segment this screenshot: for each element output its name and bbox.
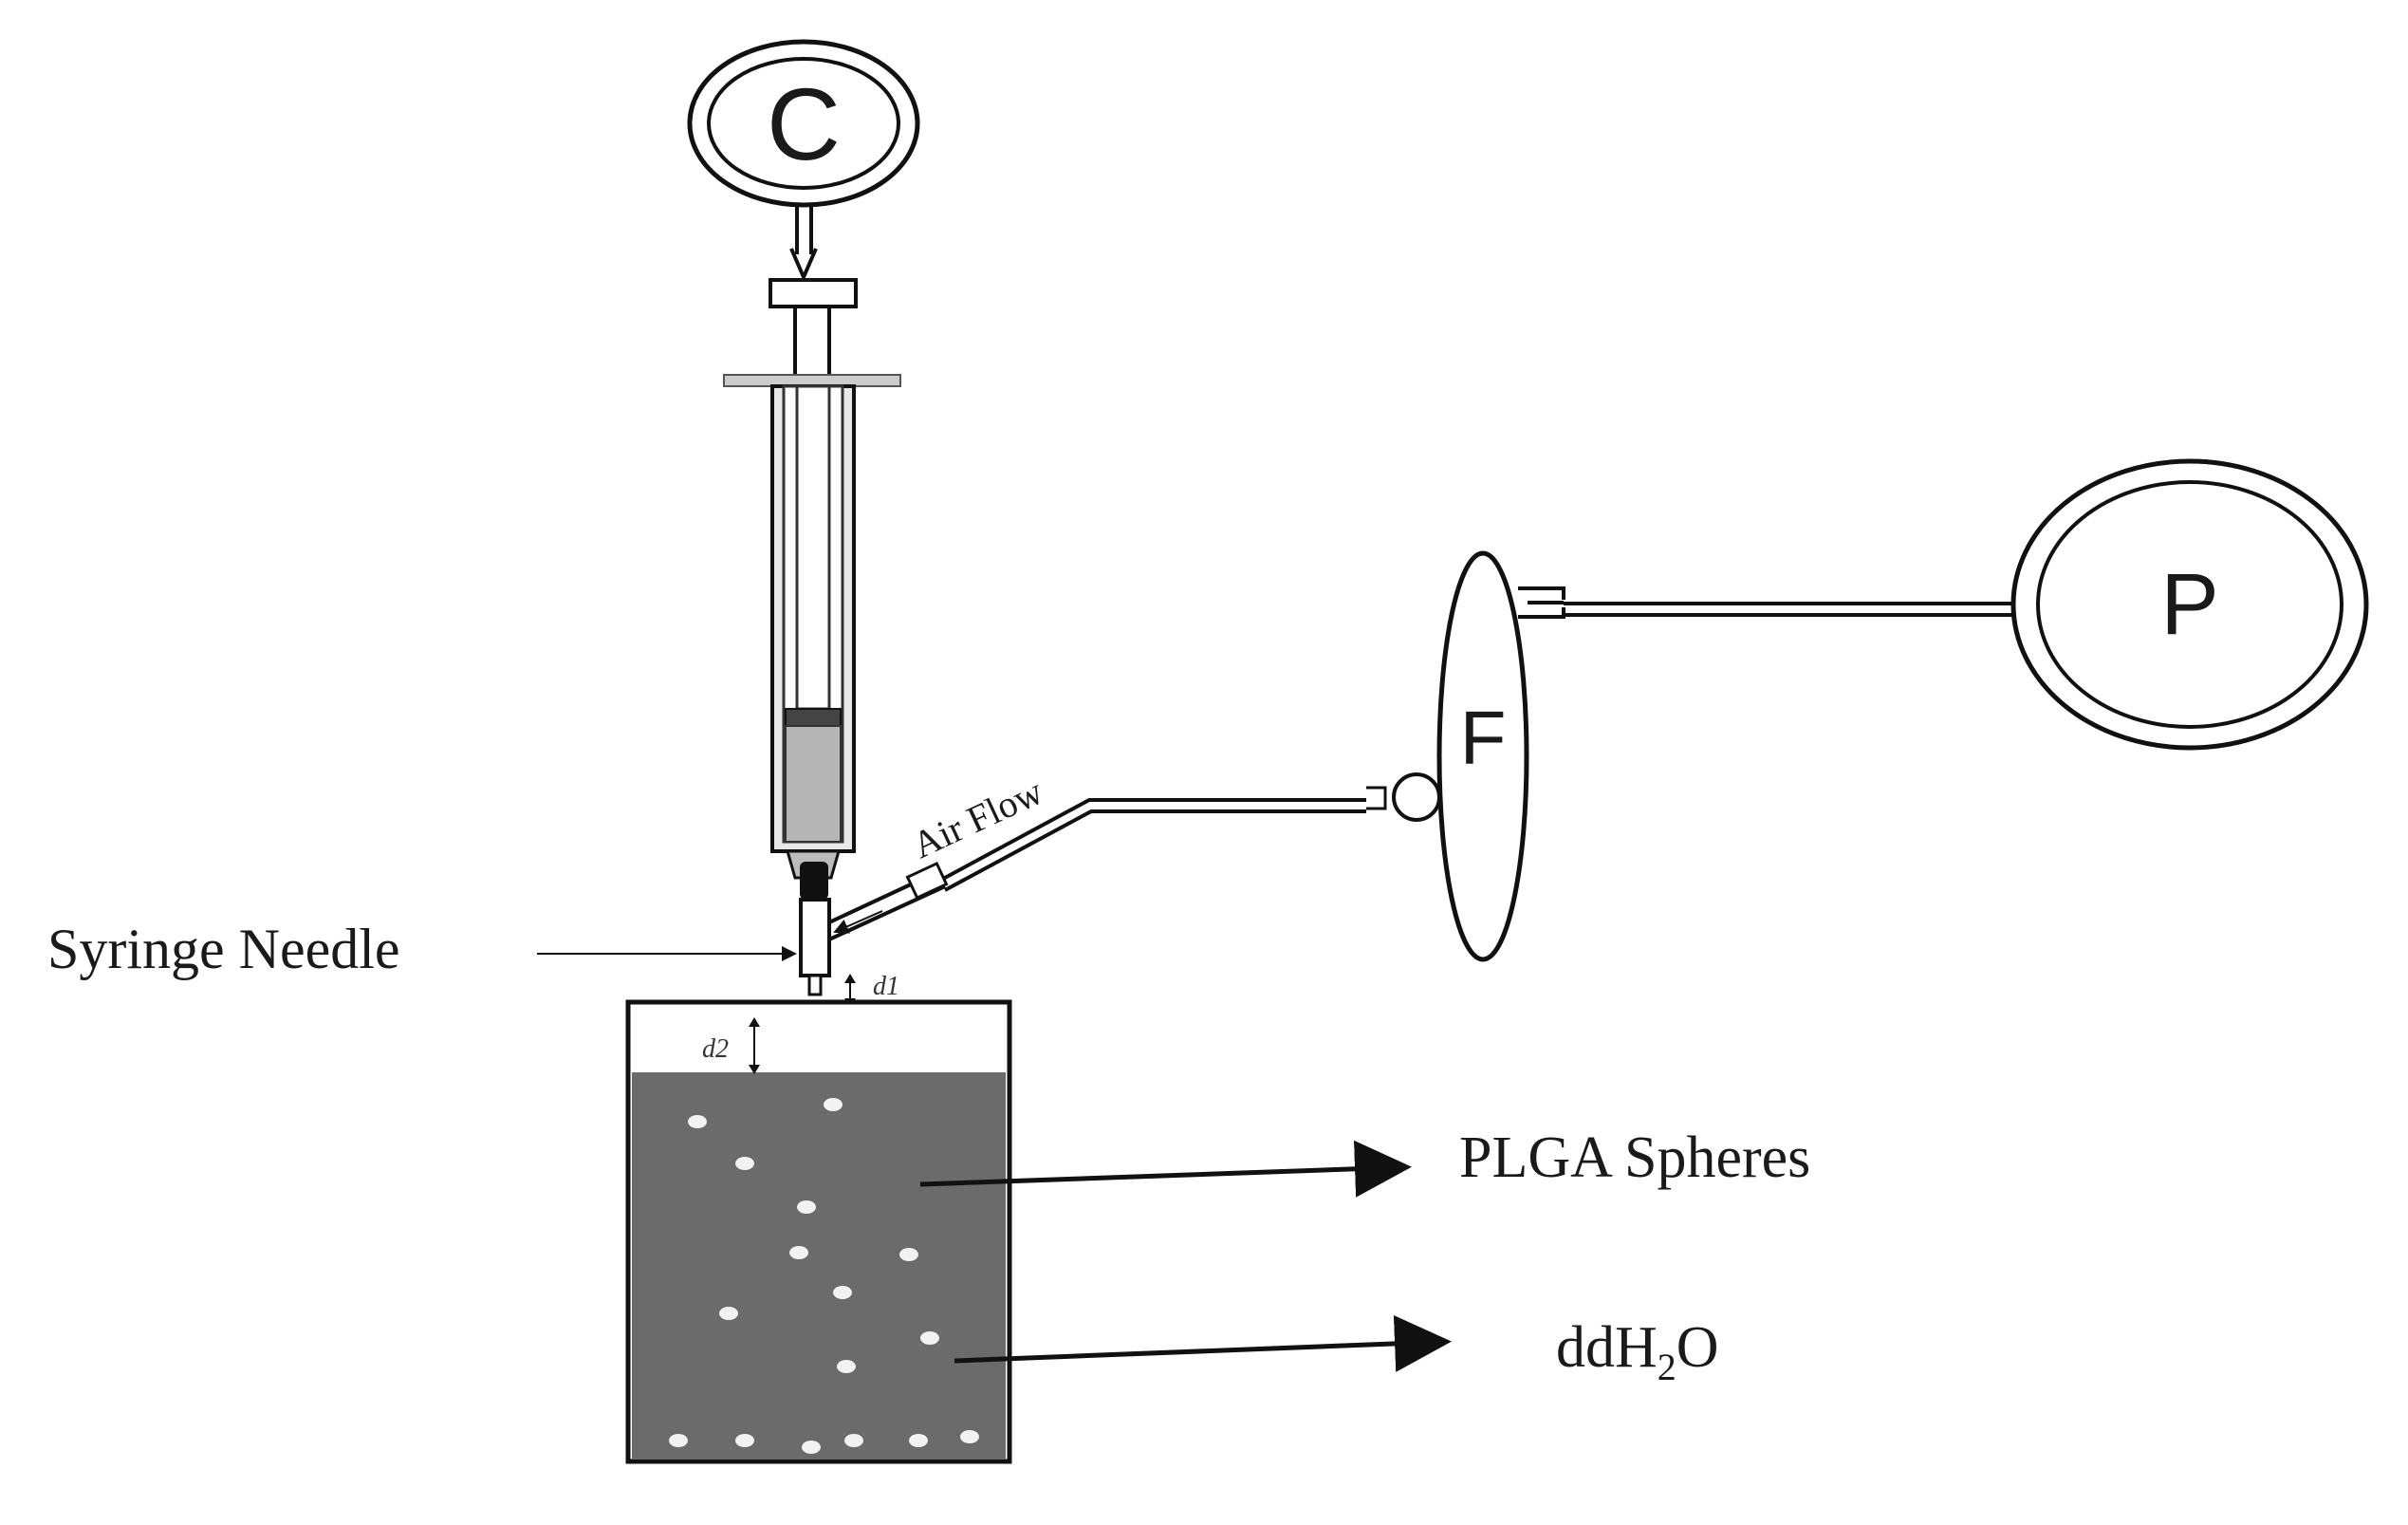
- collection-beaker: [625, 999, 1012, 1464]
- plga-sphere: [735, 1434, 754, 1447]
- plga-sphere: [688, 1115, 707, 1128]
- air-inlet-tube: [828, 798, 1366, 941]
- plga-sphere: [837, 1360, 856, 1373]
- plga-sphere: [833, 1286, 852, 1299]
- water-label: ddH2O: [1556, 1315, 1719, 1388]
- d2-label: d2: [702, 1034, 729, 1064]
- d1-label: d1: [873, 972, 899, 1001]
- air-flow-label: Air Flow: [906, 770, 1049, 866]
- pump-label: P: [2160, 556, 2218, 653]
- syringe-needle: [799, 898, 831, 1011]
- plga-sphere: [960, 1430, 979, 1443]
- plga-sphere: [719, 1307, 738, 1320]
- plga-spheres-group: [669, 1098, 979, 1454]
- controller-connector: [789, 205, 818, 283]
- d2-marker: d2: [702, 1017, 760, 1074]
- plga-sphere: [909, 1434, 928, 1447]
- plga-spheres-label: PLGA Spheres: [1459, 1125, 1810, 1190]
- plga-sphere: [789, 1246, 808, 1259]
- plga-sphere: [669, 1434, 688, 1447]
- plga-sphere: [844, 1434, 863, 1447]
- filter-label: F: [1460, 696, 1507, 780]
- pump-unit: P: [2010, 458, 2369, 751]
- ddh2o-liquid: [632, 1072, 1006, 1460]
- plga-sphere: [824, 1098, 843, 1111]
- plga-spheres-arrow: [919, 1140, 1412, 1198]
- controller-label: C: [767, 66, 841, 181]
- plga-sphere: [920, 1331, 939, 1345]
- plga-sphere: [899, 1248, 918, 1261]
- water-arrow: [954, 1314, 1452, 1372]
- plga-sphere: [735, 1157, 754, 1170]
- plga-sphere: [797, 1200, 816, 1214]
- syringe-needle-label: Syringe Needle: [47, 918, 400, 980]
- pump-to-filter-line: [1518, 586, 2030, 619]
- syringe: [723, 278, 901, 900]
- plga-sphere: [802, 1441, 821, 1454]
- filter-unit: F: [1366, 550, 1529, 962]
- controller-unit: C: [687, 39, 920, 208]
